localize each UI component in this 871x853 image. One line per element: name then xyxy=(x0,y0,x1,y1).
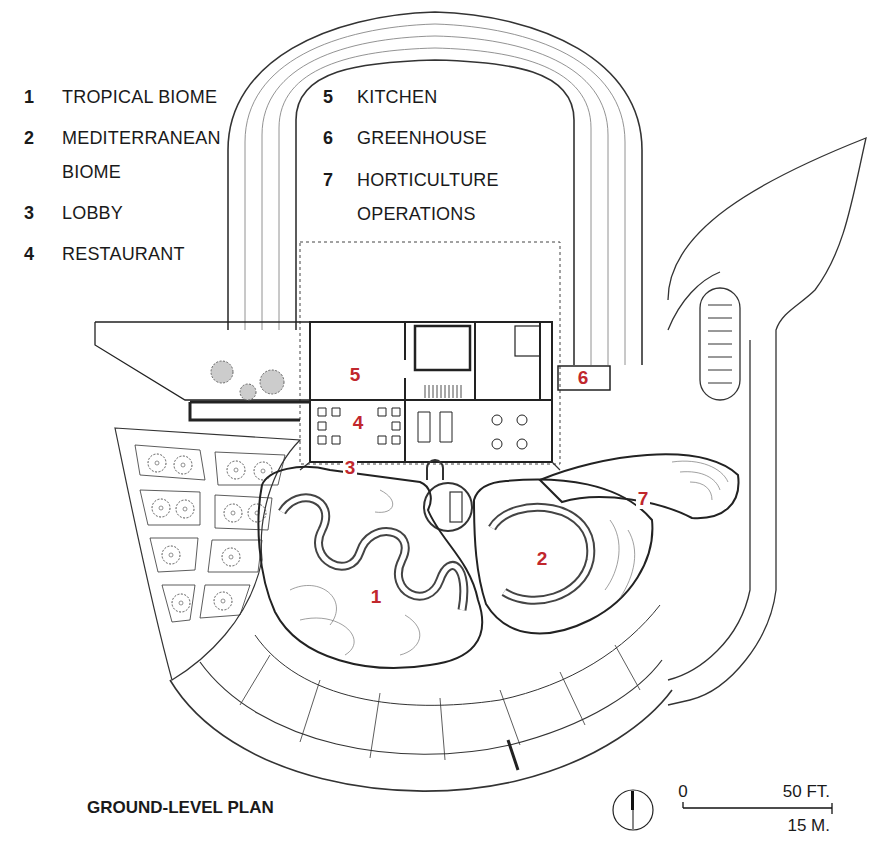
scale-bar xyxy=(683,802,832,814)
tree xyxy=(148,454,166,472)
horticulture-outline xyxy=(540,454,739,518)
tree-plaza xyxy=(115,428,300,680)
trees xyxy=(148,454,272,612)
table xyxy=(492,439,502,449)
tree xyxy=(172,594,190,612)
tree xyxy=(222,548,240,566)
tree xyxy=(248,504,266,522)
building-outline xyxy=(310,322,552,462)
key-name: MEDITERRANEAN BIOME xyxy=(62,121,230,189)
callout-number: 7 xyxy=(636,489,651,510)
lobby-edge xyxy=(300,462,560,470)
tree xyxy=(227,461,245,479)
horticulture-area xyxy=(540,454,739,518)
table xyxy=(517,415,527,425)
callout-number: 4 xyxy=(351,413,366,434)
arch-line xyxy=(279,48,591,365)
road-edge xyxy=(668,138,866,705)
callout-number: 2 xyxy=(535,549,550,570)
north-arrow xyxy=(613,790,653,830)
path-inner xyxy=(282,498,464,610)
tree xyxy=(211,361,233,383)
arch-line xyxy=(245,24,625,365)
terrace-ribs xyxy=(240,645,640,760)
tree xyxy=(214,592,232,610)
walls xyxy=(310,322,552,462)
key-name: RESTAURANT xyxy=(62,237,185,271)
key-number: 2 xyxy=(24,121,34,155)
key-number: 5 xyxy=(323,80,333,114)
terraces xyxy=(170,605,672,791)
table xyxy=(492,415,502,425)
scale-tick xyxy=(831,803,832,814)
table xyxy=(517,439,527,449)
tropical-outline xyxy=(258,467,482,668)
tree xyxy=(240,384,256,400)
north-circle xyxy=(613,790,653,830)
key-number: 6 xyxy=(323,121,333,155)
plaza-outline xyxy=(115,428,300,680)
path-outer xyxy=(282,498,464,610)
stair-core xyxy=(450,492,462,522)
terrace-edge xyxy=(255,605,660,705)
scale-line xyxy=(683,807,832,808)
key-number: 3 xyxy=(24,196,34,230)
path-outer xyxy=(492,507,591,600)
north-needle xyxy=(631,791,634,810)
tree xyxy=(260,370,284,394)
parking-stripes xyxy=(708,305,732,383)
contours xyxy=(605,520,635,598)
tree xyxy=(176,500,194,518)
key-number: 7 xyxy=(323,163,333,197)
left-wing xyxy=(95,322,310,420)
arch-inner xyxy=(296,60,574,365)
contours xyxy=(290,490,420,655)
contours xyxy=(672,461,728,500)
callout-number: 1 xyxy=(369,587,384,608)
key-number: 1 xyxy=(24,80,34,114)
tables xyxy=(318,408,400,444)
ramp xyxy=(508,740,518,770)
tree xyxy=(152,499,170,517)
desk xyxy=(427,460,443,480)
counters xyxy=(418,412,452,442)
scale-tick xyxy=(682,802,683,808)
callout-number: 6 xyxy=(576,368,591,389)
planters xyxy=(135,445,285,622)
terrace-edge xyxy=(200,660,662,754)
key-name: GREENHOUSE xyxy=(357,121,487,155)
arch-outer xyxy=(228,12,642,365)
key-number: 4 xyxy=(24,237,34,271)
callout-number: 5 xyxy=(348,365,363,386)
tree xyxy=(224,504,242,522)
scale-value: 50 FT. xyxy=(783,783,830,802)
key-name: TROPICAL BIOME xyxy=(62,80,217,114)
key-name: KITCHEN xyxy=(357,80,437,114)
wing-wall xyxy=(190,402,310,420)
north-needle xyxy=(633,810,634,829)
scale-value: 0 xyxy=(678,783,687,802)
parking-island xyxy=(700,288,740,400)
path-inner xyxy=(492,507,591,600)
arch-line xyxy=(262,36,608,365)
core-room xyxy=(415,326,470,370)
tree xyxy=(174,456,192,474)
stair xyxy=(425,385,461,398)
tree xyxy=(162,546,180,564)
road-loop xyxy=(668,138,866,705)
arch-band xyxy=(228,12,642,365)
greenhouse-room xyxy=(558,366,610,390)
scale-value: 15 M. xyxy=(787,817,830,836)
wing-outline xyxy=(95,322,310,400)
plan-title: GROUND-LEVEL PLAN xyxy=(87,799,274,818)
main-building xyxy=(310,322,610,462)
callout-number: 3 xyxy=(343,458,358,479)
stair-core xyxy=(424,483,472,531)
key-name: LOBBY xyxy=(62,196,123,230)
small-room xyxy=(515,326,540,356)
key-name: HORTICULTURE OPERATIONS xyxy=(357,163,517,231)
dashed-outline xyxy=(300,242,560,464)
